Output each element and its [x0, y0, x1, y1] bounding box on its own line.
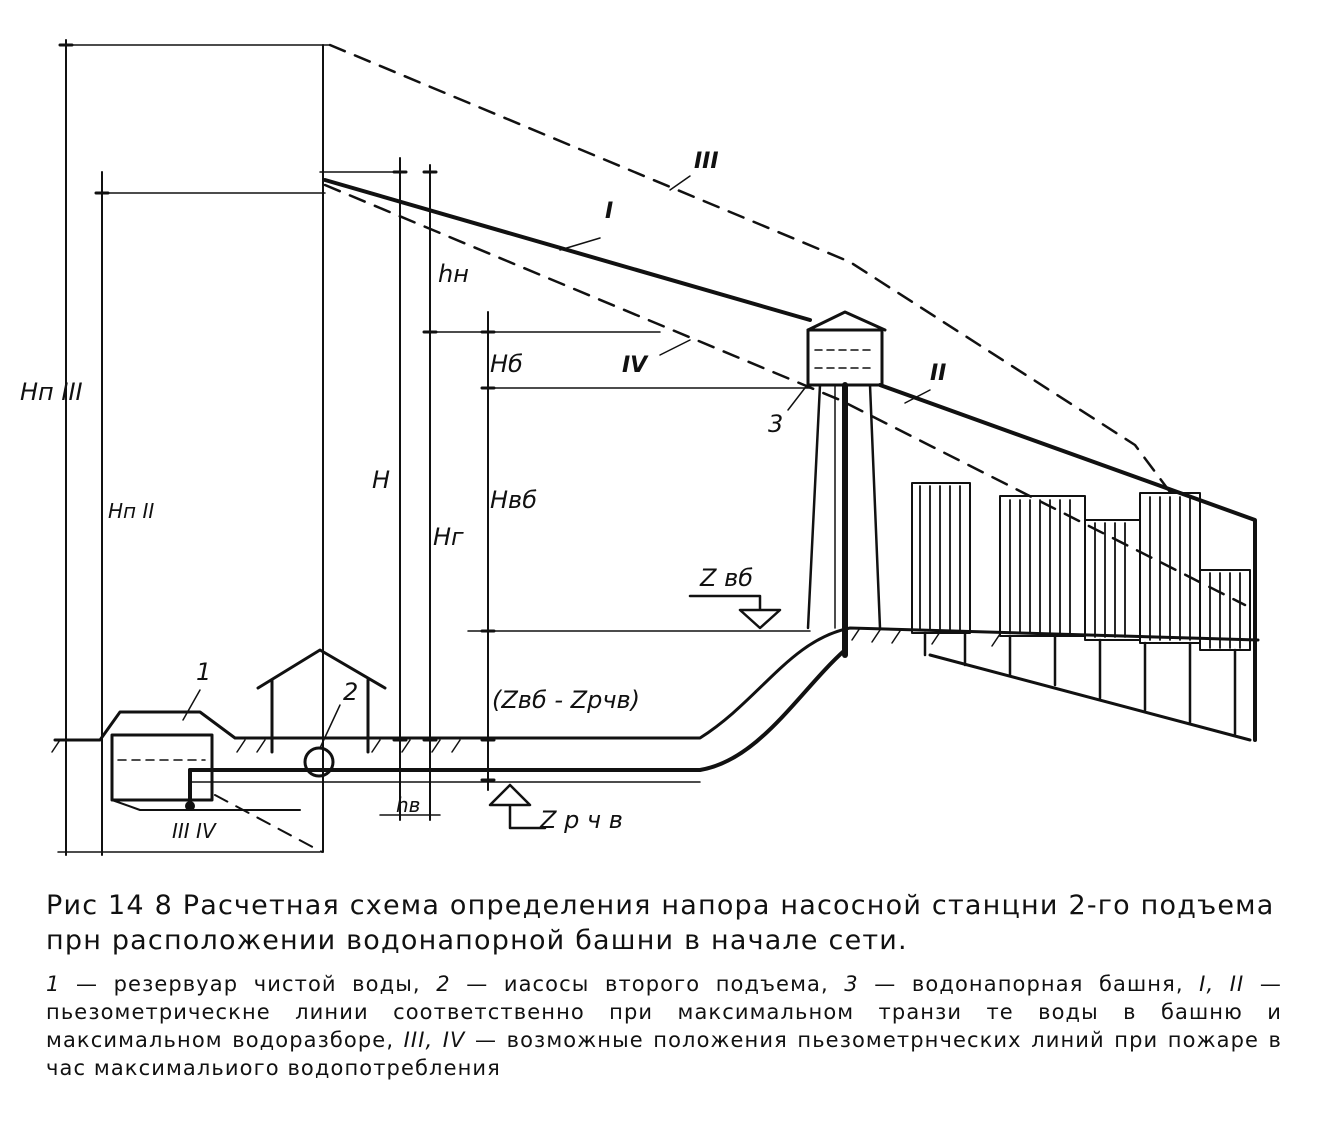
- piezometric-line-iii: [328, 43, 1172, 494]
- label-line-ii: II: [930, 361, 946, 386]
- pump-station-building: [256, 648, 387, 754]
- city-buildings: [911, 482, 1251, 651]
- water-tower-legs: [806, 383, 822, 630]
- label-line-iv: IV: [622, 353, 649, 378]
- pump-suction-dashed: [214, 794, 323, 853]
- caption-title: Рис 14 8 Расчетная схема определения нап…: [46, 890, 1275, 956]
- label-h: H: [372, 466, 390, 494]
- label-item-1: 1: [196, 658, 211, 686]
- caption-legend: 1 — резервуар чистой воды, 2 — иасосы вт…: [46, 970, 1282, 1082]
- label-h-n: hн: [438, 260, 469, 288]
- water-tower-tank: [806, 328, 884, 387]
- label-h-g: Hг: [433, 523, 464, 551]
- label-h-v: hв: [396, 793, 420, 817]
- label-line-i: I: [605, 199, 613, 224]
- legend-num: III, IV: [403, 1028, 466, 1052]
- label-z-difference: (Zвб - Zрчв): [492, 686, 640, 714]
- label-h-p-ii: Hп II: [108, 499, 154, 523]
- legend-text: — пьезометрическне линии соответственно …: [46, 972, 1282, 1052]
- label-z-vb: Z вб: [699, 564, 753, 592]
- label-z-rchv: Z р ч в: [539, 806, 623, 834]
- label-pump-lines: III IV: [172, 819, 217, 843]
- legend-text: — возможные положения пьезометрнческих л…: [46, 1028, 1282, 1080]
- legend-num: I, II: [1199, 972, 1245, 996]
- piezometric-line-ii: [878, 383, 1257, 742]
- z-rchv-marker: [488, 783, 547, 830]
- legend-num: 3: [844, 972, 859, 996]
- z-vb-marker: [688, 594, 782, 630]
- ground-surface: [53, 626, 1260, 742]
- label-h-b: Hб: [490, 350, 523, 378]
- legend-num: 2: [436, 972, 451, 996]
- legend-text: — резервуар чистой воды,: [60, 972, 437, 996]
- legend-num: 1: [46, 972, 61, 996]
- clean-water-reservoir: [110, 733, 214, 802]
- water-main-pipe: [188, 648, 847, 772]
- label-h-vb: Hвб: [490, 486, 537, 514]
- label-item-3: 3: [768, 410, 783, 438]
- legend-text: — водонапорная башня,: [858, 972, 1200, 996]
- label-h-p-iii: Hп III: [20, 378, 83, 406]
- label-line-iii: III: [694, 149, 719, 174]
- pump-icon: [303, 746, 335, 778]
- figure-caption: Рис 14 8 Расчетная схема определения нап…: [46, 888, 1282, 1082]
- label-item-2: 2: [343, 678, 358, 706]
- piezometric-line-i: [323, 178, 812, 322]
- legend-text: — иасосы второго подъема,: [450, 972, 845, 996]
